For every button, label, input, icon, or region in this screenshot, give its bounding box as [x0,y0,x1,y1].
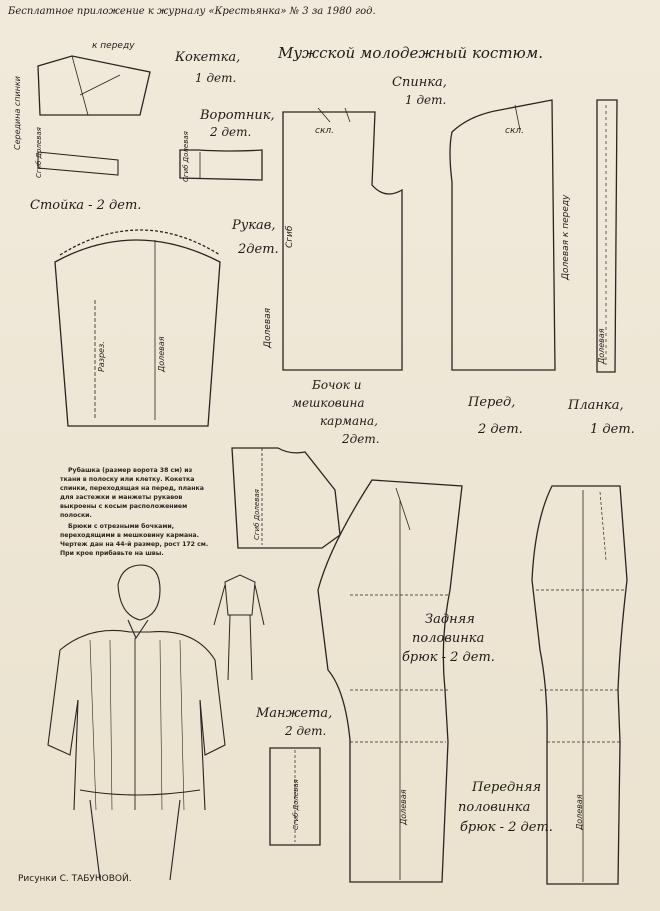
description-pants: Брюки с отрезными бочками, переходящими … [60,523,209,557]
front-pants-label-1: Передняя [472,780,542,795]
to-front-label: к переду [92,41,135,51]
stand-label: Стойка - 2 дет. [30,198,142,213]
yoke-label: Кокетка, [175,50,241,65]
yoke-outline [37,55,151,116]
pocket-fold-label: Сгиб Долевая [253,489,261,540]
description: Рубашка (размер ворота 38 см) из ткани в… [60,466,212,560]
back-grain-label: Долевая [263,307,273,348]
sleeve-count: 2дет. [238,242,279,257]
back-pleat-label: скл. [315,126,334,136]
illustration-credit: Рисунки С. ТАБУНОВОЙ. [18,874,132,884]
front-pants-grain-label: Долевая [575,794,584,830]
pocket-label-2: мешковина [292,396,365,410]
back-pants-grain-label: Долевая [399,789,408,825]
man-illustration-icon [47,564,226,881]
front-pants-label-3: брюк - 2 дет. [460,820,553,835]
back-pants-label-2: половинка [412,631,485,646]
placket-label: Планка, [568,398,624,413]
pocket-label-1: Бочок и [312,378,362,392]
back-fold-label: Сгиб [285,225,295,248]
cuff-fold-label: Сгиб Долевая [292,779,300,830]
sleeve-outline [54,239,221,427]
cuff-outline [269,747,321,846]
sleeve-label: Рукав, [232,218,276,233]
collar-count: 2 дет. [210,125,252,139]
front-outline [449,99,556,371]
placket-count: 1 дет. [590,422,635,437]
front-count: 2 дет. [478,422,523,437]
cuff-label: Манжета, [256,706,333,721]
placket-grain-label: Долевая [597,328,606,364]
back-pants-label-1: Задняя [425,612,475,627]
suit-figure-icon [213,574,265,681]
pocket-outline [231,447,341,549]
front-pants-label-2: половинка [458,800,531,815]
back-pants-outline [317,479,463,883]
front-pants-outline [531,485,628,885]
collar-label: Воротник, [200,108,275,123]
sleeve-slit-label: Разрез. [97,341,106,372]
yoke-count: 1 дет. [195,71,237,85]
stand-fold-label: Сгиб Долевая [35,127,43,178]
collar-outline [37,151,119,176]
front-grain-label: Долевая к переду [561,194,571,280]
collar-fold-label: Сгиб Долевая [182,131,190,182]
page-title: Мужской молодежный костюм. [278,44,543,62]
sleeve-grain-label: Долевая [157,336,166,372]
back-label: Спинка, [392,75,447,90]
description-shirt: Рубашка (размер ворота 38 см) из ткани в… [60,467,204,519]
publication-line: Бесплатное приложение к журналу «Крестья… [8,6,376,17]
front-label: Перед, [468,395,516,410]
placket-outline [596,99,618,373]
back-pants-label-3: брюк - 2 дет. [402,650,495,665]
back-count: 1 дет. [405,93,447,107]
pocket-label-3: кармана, [320,414,378,428]
back-outline [282,111,403,371]
stand-outline [179,149,263,181]
cuff-count: 2 дет. [285,724,327,738]
stand-curve [59,229,221,256]
front-pleat-label: скл. [505,126,524,136]
pocket-count: 2дет. [342,432,380,446]
center-back-label: Середина спинки [13,75,22,150]
